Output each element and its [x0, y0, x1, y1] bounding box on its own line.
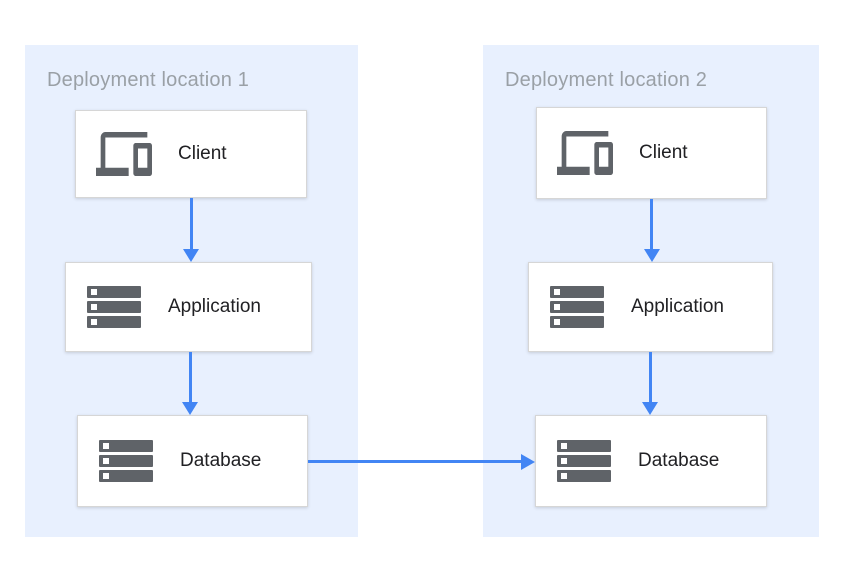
node-label: Client: [178, 143, 227, 164]
node-label: Database: [180, 450, 262, 471]
deployment-location-1-title: Deployment location 1: [47, 69, 250, 91]
node-label: Database: [638, 450, 720, 471]
arrow-client-to-application-location-1: [190, 198, 193, 249]
arrow-application-to-database-location-1: [189, 352, 192, 402]
node-client-location-1: Client: [75, 110, 307, 198]
node-label: Application: [631, 296, 724, 317]
arrow-database1-to-database2: [308, 460, 522, 463]
arrow-client-to-application-location-2: [650, 199, 653, 249]
devices-icon: [557, 131, 613, 175]
storage-icon: [86, 286, 142, 328]
node-database-location-2: Database: [535, 415, 767, 507]
node-application-location-1: Application: [65, 262, 312, 352]
node-label: Client: [639, 142, 688, 163]
node-database-location-1: Database: [77, 415, 308, 507]
node-application-location-2: Application: [528, 262, 773, 352]
storage-icon: [549, 286, 605, 328]
arrowhead-application-to-database-location-2: [642, 402, 658, 415]
storage-icon: [556, 440, 612, 482]
arrowhead-application-to-database-location-1: [182, 402, 198, 415]
devices-icon: [96, 132, 152, 176]
arrowhead-client-to-application-location-1: [183, 249, 199, 262]
arrow-application-to-database-location-2: [649, 352, 652, 402]
arrowhead-database1-to-database2: [521, 454, 535, 470]
deployment-location-2-title: Deployment location 2: [505, 69, 708, 91]
node-client-location-2: Client: [536, 107, 767, 199]
storage-icon: [98, 440, 154, 482]
node-label: Application: [168, 296, 261, 317]
arrowhead-client-to-application-location-2: [644, 249, 660, 262]
